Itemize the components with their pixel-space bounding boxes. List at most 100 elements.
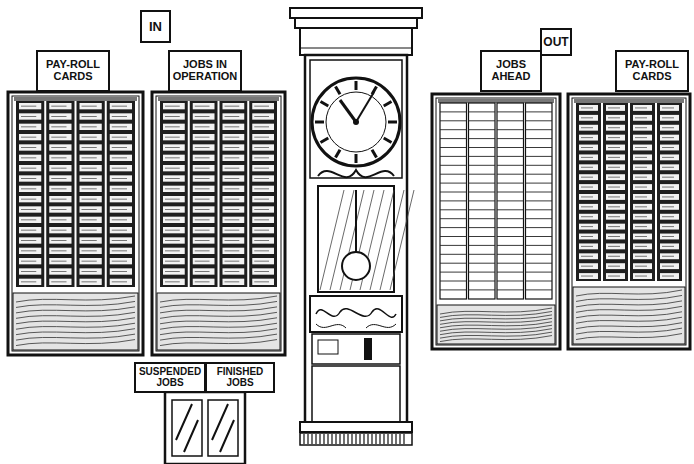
card-mark xyxy=(225,126,240,127)
time-card xyxy=(633,194,652,200)
card-mark xyxy=(165,137,180,138)
job-slot-line xyxy=(440,289,467,290)
job-slot-line xyxy=(469,245,496,246)
time-card xyxy=(633,243,652,249)
wood-grain xyxy=(576,306,682,312)
card-mark xyxy=(82,106,97,107)
time-card xyxy=(660,194,679,200)
time-card xyxy=(579,204,598,210)
card-mark xyxy=(254,261,269,262)
time-card xyxy=(163,155,185,161)
time-card xyxy=(193,134,215,140)
job-slot-line xyxy=(497,111,524,112)
wood-panel xyxy=(13,293,138,350)
card-mark xyxy=(195,250,210,251)
job-slot-line xyxy=(469,209,496,210)
job-slot-line xyxy=(526,245,553,246)
card-mark xyxy=(662,117,674,118)
job-slot-line xyxy=(440,245,467,246)
job-slot-line xyxy=(469,281,496,282)
card-mark xyxy=(608,246,620,247)
card-mark xyxy=(112,219,127,220)
card-mark xyxy=(51,116,66,117)
job-slot-line xyxy=(469,289,496,290)
card-mark xyxy=(635,226,647,227)
card-mark xyxy=(82,199,97,200)
plinth-fluting xyxy=(367,434,368,444)
job-slot-line xyxy=(526,165,553,166)
wood-grain xyxy=(16,301,135,307)
time-card xyxy=(579,263,598,269)
time-card xyxy=(80,258,102,264)
card-mark xyxy=(581,196,593,197)
card-mark xyxy=(165,199,180,200)
pendulum-rod xyxy=(355,190,357,258)
job-slot-line xyxy=(526,200,553,201)
card-mark xyxy=(635,266,647,267)
time-card xyxy=(163,196,185,202)
card-mark xyxy=(608,256,620,257)
job-slot-line xyxy=(469,236,496,237)
label-text: OUT xyxy=(543,36,568,49)
card-mark xyxy=(635,167,647,168)
card-mark xyxy=(165,157,180,158)
job-slot-line xyxy=(497,245,524,246)
time-card xyxy=(660,263,679,269)
card-mark xyxy=(662,216,674,217)
time-card xyxy=(80,279,102,285)
time-card xyxy=(223,227,245,233)
job-slot-line xyxy=(469,120,496,121)
time-card xyxy=(19,165,41,171)
time-card xyxy=(579,214,598,220)
card-mark xyxy=(165,230,180,231)
clock-molding xyxy=(300,48,412,49)
time-card xyxy=(660,253,679,259)
job-slot-line xyxy=(469,272,496,273)
time-card xyxy=(660,234,679,240)
wood-grain xyxy=(440,308,552,314)
time-card xyxy=(223,248,245,254)
recorder-head xyxy=(310,296,402,332)
job-slot-line xyxy=(440,227,467,228)
job-slot-line xyxy=(526,120,553,121)
card-mark xyxy=(82,178,97,179)
card-mark xyxy=(195,188,210,189)
plinth-fluting xyxy=(303,434,304,444)
wood-grain xyxy=(440,315,552,321)
card-mark xyxy=(195,209,210,210)
time-card xyxy=(110,134,132,140)
card-mark xyxy=(21,281,36,282)
clock-hour-mark xyxy=(315,121,324,124)
card-mark xyxy=(82,168,97,169)
time-card xyxy=(19,155,41,161)
job-slot-line xyxy=(526,289,553,290)
time-card xyxy=(163,134,185,140)
time-card xyxy=(49,155,71,161)
job-slot-column xyxy=(526,103,553,299)
glass-hatch xyxy=(370,190,394,290)
time-card xyxy=(223,206,245,212)
time-card xyxy=(633,253,652,259)
job-slot-line xyxy=(497,227,524,228)
time-card xyxy=(633,164,652,170)
job-slot-line xyxy=(497,200,524,201)
card-column xyxy=(46,101,74,287)
card-column xyxy=(576,103,601,281)
card-mark xyxy=(21,106,36,107)
card-mark xyxy=(581,157,593,158)
card-mark xyxy=(254,188,269,189)
time-card xyxy=(80,237,102,243)
card-mark xyxy=(254,126,269,127)
time-card xyxy=(606,214,625,220)
job-slot-line xyxy=(440,263,467,264)
time-card xyxy=(163,248,185,254)
time-card xyxy=(19,217,41,223)
time-card xyxy=(49,134,71,140)
wood-grain xyxy=(160,323,277,329)
wood-grain xyxy=(160,334,277,340)
plinth-fluting xyxy=(359,434,360,444)
job-slot-line xyxy=(497,218,524,219)
card-mark xyxy=(82,240,97,241)
card-slot xyxy=(318,340,338,354)
job-slot-line xyxy=(440,218,467,219)
